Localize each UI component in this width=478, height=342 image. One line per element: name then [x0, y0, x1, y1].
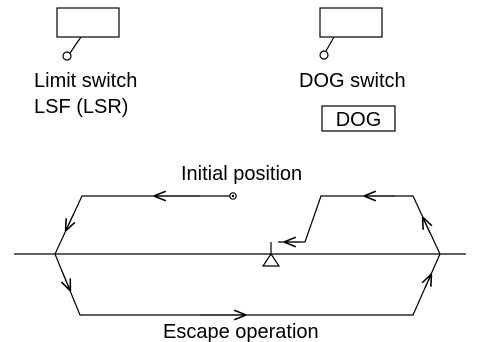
limit-switch-code: LSF (LSR): [34, 96, 128, 118]
initial-position-label: Initial position: [181, 163, 302, 185]
left-descend-arrow: [66, 212, 74, 230]
right-ascend-arrow: [423, 218, 430, 234]
upper-left-path: [54, 195, 233, 255]
escape-operation-label: Escape operation: [163, 321, 319, 342]
limit-switch-icon: [56, 7, 120, 61]
right-return-path: [278, 195, 441, 255]
dog-box: DOG: [321, 105, 396, 132]
right-up-arrow: [425, 275, 431, 289]
dog-box-label: DOG: [336, 109, 382, 131]
dog-switch-icon: [319, 7, 383, 60]
limit-switch-label: Limit switch: [34, 70, 137, 92]
dog-position-triangle: [261, 252, 281, 267]
dog-switch-label: DOG switch: [299, 70, 406, 92]
left-down-arrow: [62, 270, 70, 290]
initial-position-marker: [229, 192, 237, 200]
lower-path: [54, 253, 441, 316]
